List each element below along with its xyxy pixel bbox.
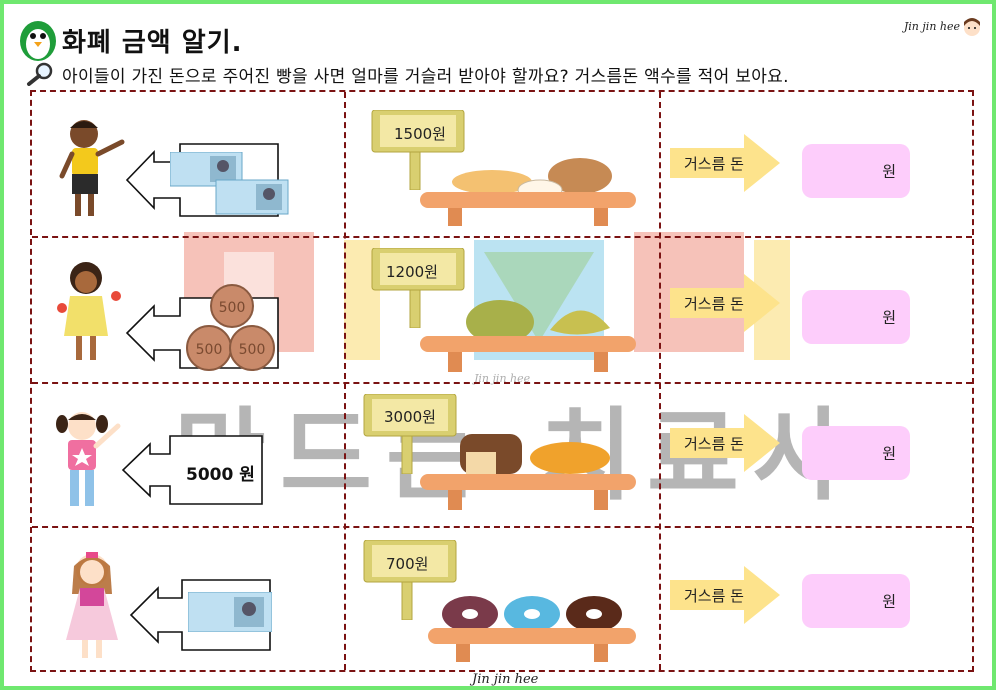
price-sign-icon	[371, 110, 465, 190]
won-1000-bill-icon	[188, 592, 272, 632]
won-1000-bill-icon	[170, 152, 289, 215]
svg-text:500: 500	[239, 342, 266, 358]
problem-row: 5000 원 3000원 거스름 돈 원	[32, 384, 972, 526]
price-label: 1200원	[386, 263, 438, 281]
grid-divider	[32, 236, 972, 238]
problem-row: 1500원 거스름 돈 원	[32, 92, 972, 236]
three-donuts-icon	[428, 596, 636, 662]
author-avatar-icon	[964, 18, 980, 36]
change-label: 거스름 돈	[684, 295, 744, 313]
bread-loaf-and-slices-icon	[420, 158, 636, 226]
grid-divider	[32, 526, 972, 528]
change-arrow-icon	[670, 566, 780, 624]
grid-divider	[659, 92, 661, 670]
price-label: 700원	[386, 555, 429, 573]
brown-loaf-and-baguette-icon	[420, 434, 636, 510]
change-arrow-icon	[670, 134, 780, 192]
girl-curly-kid-icon	[57, 262, 121, 360]
answer-input[interactable]: 원	[802, 426, 910, 480]
price-label: 3000원	[384, 408, 436, 426]
problem-row: 700원 거스름 돈 원	[32, 528, 972, 672]
answer-input[interactable]: 원	[802, 574, 910, 628]
won-unit: 원	[882, 308, 896, 327]
grid-divider	[32, 382, 972, 384]
author-credit-top: Jin jin hee	[903, 20, 960, 33]
won-unit: 원	[882, 162, 896, 181]
page-title: 화폐 금액 알기.	[62, 28, 243, 58]
answer-input[interactable]: 원	[802, 144, 910, 198]
change-arrow-icon	[670, 414, 780, 472]
left-arrow-box-icon	[121, 435, 263, 505]
svg-text:500: 500	[196, 342, 223, 358]
problem-row: 500 500 500 1200원 거스름 돈	[32, 238, 972, 382]
price-sign-icon	[371, 248, 465, 328]
price-sign-icon	[363, 394, 457, 474]
boy-kid-icon	[59, 120, 125, 216]
change-label: 거스름 돈	[684, 155, 744, 173]
change-label: 거스름 돈	[684, 435, 744, 453]
girl-dress-kid-icon	[66, 552, 118, 658]
penguin-icon	[20, 21, 56, 61]
melon-bread-and-croissant-icon	[420, 300, 636, 372]
author-credit-bottom: Jin jin hee	[472, 672, 539, 687]
header: 화폐 금액 알기. Jin jin hee 아이들이 가진 돈으로 주어진 빵을…	[18, 16, 982, 87]
svg-text:500: 500	[219, 300, 246, 316]
instruction-text: 아이들이 가진 돈으로 주어진 빵을 사면 얼마를 거슬러 받아야 할까요? 거…	[62, 67, 789, 87]
price-label: 1500원	[394, 125, 446, 143]
change-arrow-icon	[670, 274, 780, 332]
worksheet-grid: 1500원 거스름 돈 원	[30, 90, 974, 672]
won-unit: 원	[882, 444, 896, 463]
magnifier-icon	[27, 62, 53, 86]
price-sign-icon	[363, 540, 457, 620]
answer-input[interactable]: 원	[802, 290, 910, 344]
change-label: 거스름 돈	[684, 587, 744, 605]
girl-pigtails-kid-icon	[56, 412, 121, 506]
money-amount-label: 5000 원	[186, 465, 255, 485]
grid-divider	[344, 92, 346, 670]
won-500-coins-icon: 500 500 500	[186, 284, 275, 371]
won-unit: 원	[882, 592, 896, 611]
